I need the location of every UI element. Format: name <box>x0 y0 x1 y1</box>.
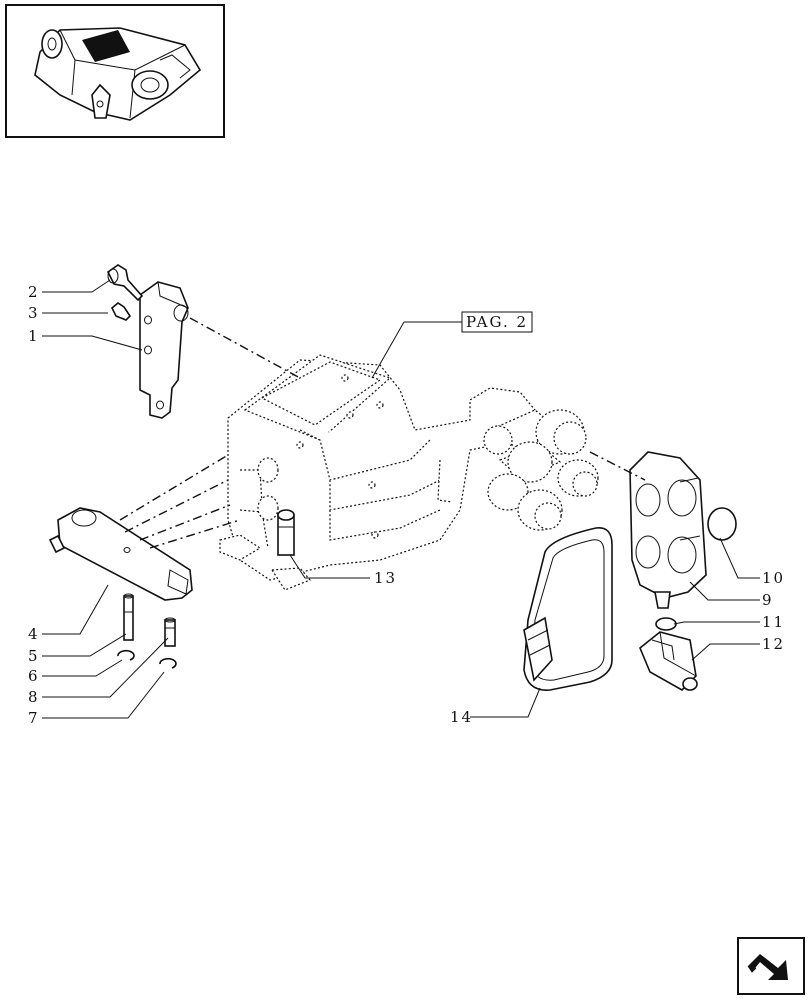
callout-5: 5 <box>28 647 40 665</box>
callout-3: 3 <box>28 304 40 322</box>
callout-6: 6 <box>28 667 40 685</box>
control-valve-block <box>219 354 599 591</box>
callout-4: 4 <box>28 625 40 643</box>
assembly-dash-lines <box>119 317 646 549</box>
callout-1: 1 <box>28 327 40 345</box>
pin-part[interactable] <box>123 593 176 647</box>
next-page-arrow-icon[interactable] <box>737 937 805 995</box>
lever-bar-part[interactable] <box>48 507 193 601</box>
valve-assembly-thumbnail-icon[interactable] <box>5 4 225 138</box>
cap-part[interactable] <box>707 507 737 541</box>
callout-8: 8 <box>28 688 40 706</box>
page-reference-box[interactable]: PAG. 2 <box>371 311 533 379</box>
callout-7: 7 <box>28 709 40 727</box>
callout-9: 9 <box>762 591 774 609</box>
bracket-plate-part[interactable] <box>139 281 189 419</box>
circlip-part[interactable] <box>117 649 177 669</box>
o-ring-part[interactable] <box>655 617 677 631</box>
callout-10: 10 <box>762 569 785 587</box>
bolt-part[interactable] <box>106 264 144 302</box>
callout-14: 14 <box>450 708 473 726</box>
callout-11: 11 <box>762 613 785 631</box>
leader-lines <box>42 279 760 719</box>
callout-12: 12 <box>762 635 785 653</box>
callout-2: 2 <box>28 283 40 301</box>
callout-13: 13 <box>374 569 397 587</box>
callout-labels: 2 3 1 4 5 6 8 7 13 10 9 11 12 14 <box>28 283 785 727</box>
coupler-cover-part[interactable] <box>629 451 707 609</box>
page-reference-text: PAG. 2 <box>466 313 528 331</box>
bracket-block-part[interactable] <box>639 631 698 691</box>
gasket-part[interactable] <box>523 527 613 691</box>
mounting-bolt-part[interactable] <box>277 509 295 556</box>
screw-part[interactable] <box>111 302 132 321</box>
